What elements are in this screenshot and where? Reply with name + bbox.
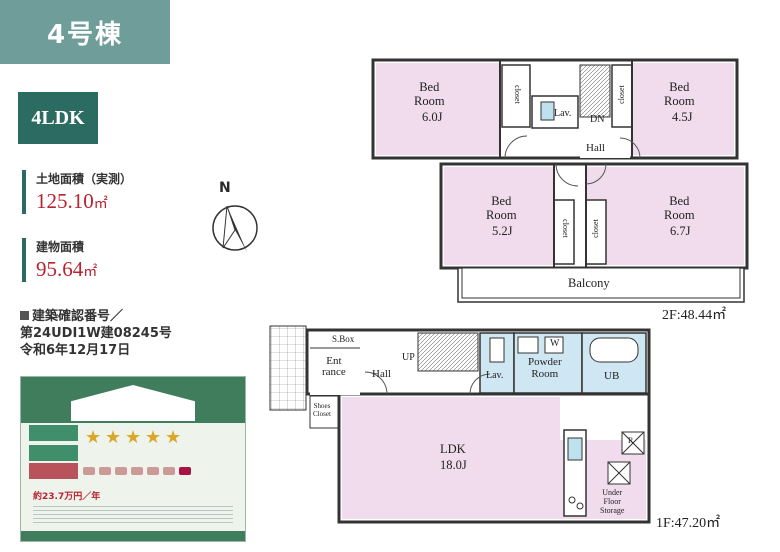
land-area-unit: ㎡ (93, 197, 108, 212)
building-area-label: 建物面積 (36, 240, 85, 254)
star-icon: ★ (145, 427, 162, 448)
permit-info: 建築確認番号／ 第24UDI1W建08245号 令和6年12月17日 (20, 308, 172, 359)
bedroom-2-label: Bed Room (664, 80, 695, 108)
square-bullet-icon (20, 311, 29, 320)
permit-line2: 第24UDI1W建08245号 (20, 326, 172, 341)
bedroom-1-size: 6.0J (422, 110, 443, 124)
energy-cost: 約23.7万円／年 (33, 492, 101, 502)
layout-badge: 4LDK (18, 92, 98, 144)
land-area: 土地面積（実測） 125.10㎡ (22, 170, 132, 214)
star-icon: ★ (105, 427, 122, 448)
land-area-label: 土地面積（実測） (36, 172, 133, 186)
hall-2f-label: Hall (586, 142, 605, 154)
ldk-size: 18.0J (440, 458, 467, 472)
washer-label: W (550, 338, 560, 349)
entrance-label: Ent rance (322, 355, 346, 378)
north-compass-icon (212, 205, 258, 252)
closet-label: closet (590, 219, 600, 238)
closet-label: closet (560, 219, 570, 238)
bedroom-3-label: Bed Room (486, 194, 517, 222)
bedroom-4-size: 6.7J (670, 224, 691, 238)
bedroom-1-label: Bed Room (414, 80, 445, 108)
ldk-label: LDK (440, 442, 466, 456)
stairs-down-label: DN (590, 114, 605, 125)
land-area-value: 125.10 (36, 189, 94, 213)
floor1-area: 1F:47.20㎡ (656, 516, 721, 531)
bedroom-2-size: 4.5J (672, 110, 693, 124)
hall-1f-label: Hall (372, 368, 391, 380)
star-icon: ★ (125, 427, 142, 448)
permit-line1: 建築確認番号／ (32, 309, 124, 324)
permit-line3: 令和6年12月17日 (20, 343, 131, 358)
unit-bath-label: UB (604, 370, 620, 382)
under-floor-storage-label: Under Floor Storage (600, 488, 625, 515)
storage-box-label: S.Box (332, 334, 355, 344)
bedroom-4-label: Bed Room (664, 194, 695, 222)
powder-room-label: Powder Room (528, 356, 562, 380)
balcony-label: Balcony (568, 276, 610, 290)
star-icon: ★ (85, 427, 102, 448)
shoes-closet-label: Shoes Closet (313, 402, 331, 418)
floor2-area: 2F:48.44㎡ (662, 308, 727, 323)
closet-label: closet (616, 85, 626, 104)
bedroom-3-size: 5.2J (492, 224, 513, 238)
building-title: 4号棟 (0, 0, 170, 64)
building-area-unit: ㎡ (83, 265, 98, 280)
building-area-value: 95.64 (36, 257, 84, 281)
building-area: 建物面積 95.64㎡ (22, 238, 97, 282)
star-icon: ★ (165, 427, 182, 448)
refrigerator-label: R (628, 436, 634, 445)
stairs-up-label: UP (402, 352, 415, 363)
lavatory-1f-label: Lav. (486, 370, 504, 381)
closet-label: closet (512, 85, 522, 104)
lavatory-2f-label: Lav. (554, 108, 572, 119)
compass-label: N (219, 180, 231, 196)
energy-performance-label: ★ ★ ★ ★ ★ 約23.7万円／年 (20, 376, 246, 542)
